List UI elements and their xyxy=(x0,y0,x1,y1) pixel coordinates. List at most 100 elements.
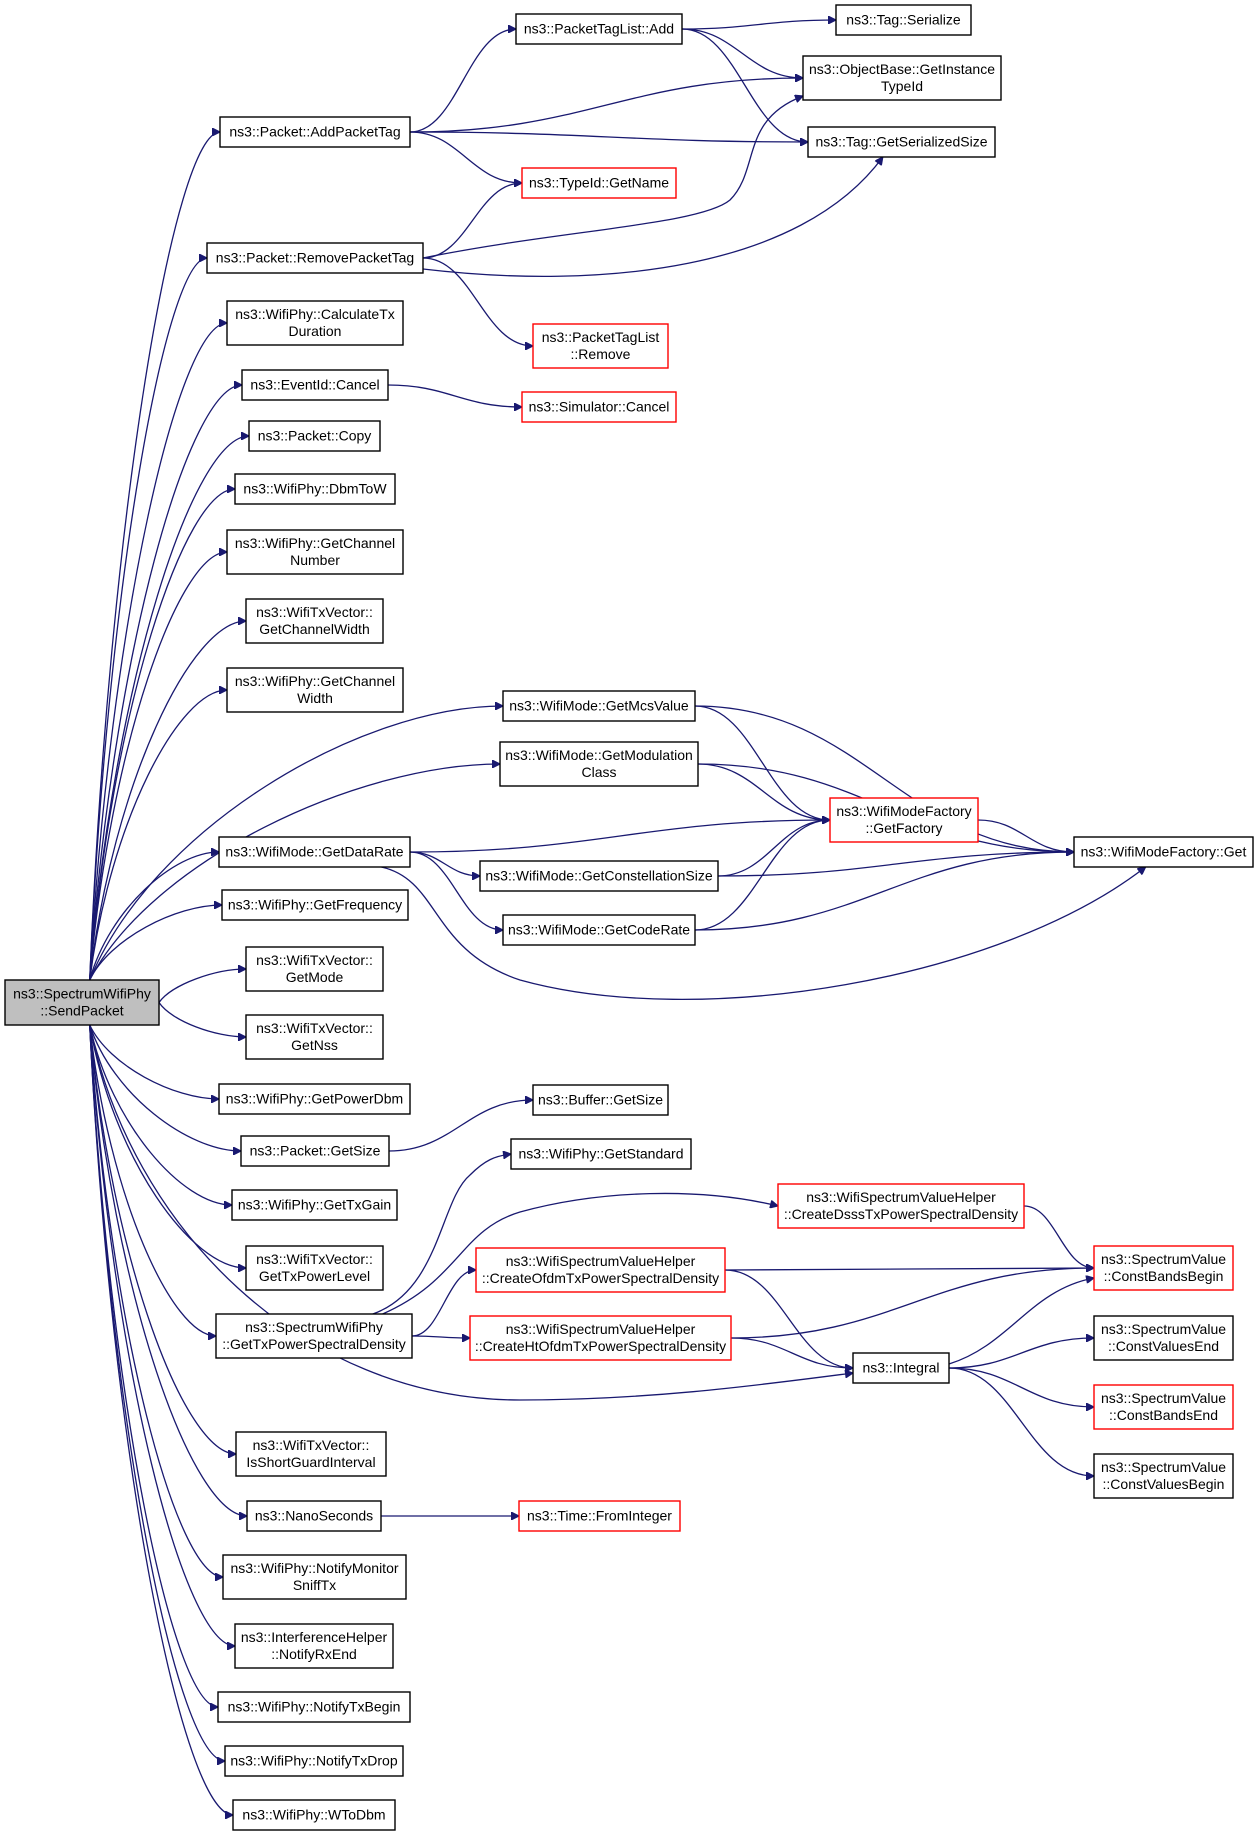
node-getFrequency[interactable]: ns3::WifiPhy::GetFrequency xyxy=(221,889,409,921)
node-dbmToW[interactable]: ns3::WifiPhy::DbmToW xyxy=(234,473,396,505)
node-getTxPsd[interactable]: ns3::SpectrumWifiPhy::GetTxPowerSpectral… xyxy=(215,1313,413,1359)
node-box xyxy=(510,1138,692,1170)
node-isShortGI[interactable]: ns3::WifiTxVector::IsShortGuardInterval xyxy=(235,1431,387,1477)
node-tagGetSerializedSize[interactable]: ns3::Tag::GetSerializedSize xyxy=(807,126,996,158)
edge-root-to-getFrequency xyxy=(89,905,222,981)
edges xyxy=(89,20,1146,1815)
node-getStandard[interactable]: ns3::WifiPhy::GetStandard xyxy=(510,1138,692,1170)
node-box xyxy=(518,1500,681,1532)
node-tagSerialize[interactable]: ns3::Tag::Serialize xyxy=(835,4,972,36)
node-box xyxy=(777,1183,1025,1229)
edge-root-to-getMcsValue xyxy=(89,706,503,981)
node-getDataRate[interactable]: ns3::WifiMode::GetDataRate xyxy=(218,836,411,868)
edge-root-to-getTxGain xyxy=(89,1024,232,1205)
edge-getDataRate-to-getCodeRate xyxy=(409,851,503,930)
edge-createOfdm-to-constBandsBegin xyxy=(724,1268,1094,1270)
node-removePacketTag[interactable]: ns3::Packet::RemovePacketTag xyxy=(206,242,424,274)
node-box xyxy=(218,1083,411,1115)
node-box xyxy=(1093,1453,1234,1499)
edge-packetTagListAdd-to-tagSerialize xyxy=(681,20,836,30)
node-getPowerDbm[interactable]: ns3::WifiPhy::GetPowerDbm xyxy=(218,1083,411,1115)
edge-root-to-wToDbm xyxy=(89,1024,233,1815)
node-wToDbm[interactable]: ns3::WifiPhy::WToDbm xyxy=(232,1799,396,1831)
node-label: ns3::WifiSpectrumValueHelper xyxy=(506,1321,696,1337)
edge-integral-to-constValuesBegin xyxy=(948,1367,1094,1476)
node-simulatorCancel[interactable]: ns3::Simulator::Cancel xyxy=(521,391,677,423)
node-box xyxy=(234,1623,394,1669)
node-packetCopy[interactable]: ns3::Packet::Copy xyxy=(248,420,381,452)
edge-integral-to-constBandsBegin xyxy=(948,1278,1094,1365)
node-constBandsEnd[interactable]: ns3::SpectrumValue::ConstBandsEnd xyxy=(1093,1384,1234,1430)
node-txvGetMode[interactable]: ns3::WifiTxVector::GetMode xyxy=(245,946,384,992)
node-label: ns3::EventId::Cancel xyxy=(250,377,379,393)
node-label: ns3::WifiTxVector:: xyxy=(256,1251,373,1267)
node-box xyxy=(515,13,683,45)
node-box xyxy=(835,4,972,36)
node-txvGetTxPowerLevel[interactable]: ns3::WifiTxVector::GetTxPowerLevel xyxy=(245,1245,384,1291)
node-wifiModeFactoryGetFactory[interactable]: ns3::WifiModeFactory::GetFactory xyxy=(829,797,979,843)
node-typeIdGetName[interactable]: ns3::TypeId::GetName xyxy=(521,167,677,199)
node-box xyxy=(246,1500,382,1532)
node-label: ns3::SpectrumWifiPhy xyxy=(245,1319,383,1335)
node-txvGetChannelWidth[interactable]: ns3::WifiTxVector::GetChannelWidth xyxy=(245,598,384,644)
node-eventCancel[interactable]: ns3::EventId::Cancel xyxy=(241,369,389,401)
node-label: ns3::WifiPhy::GetPowerDbm xyxy=(226,1091,403,1107)
node-createOfdm[interactable]: ns3::WifiSpectrumValueHelper::CreateOfdm… xyxy=(475,1247,726,1293)
edge-createDsss-to-constBandsBegin xyxy=(1023,1205,1094,1268)
node-notifyTxBegin[interactable]: ns3::WifiPhy::NotifyTxBegin xyxy=(217,1691,411,1723)
edge-getMcsValue-to-wifiModeFactoryGetFactory xyxy=(694,705,830,820)
edge-root-to-notifyTxDrop xyxy=(89,1024,225,1761)
edge-root-to-getModulationClass xyxy=(89,764,500,981)
node-label: ::GetTxPowerSpectralDensity xyxy=(222,1336,406,1352)
node-bufferGetSize[interactable]: ns3::Buffer::GetSize xyxy=(532,1084,669,1116)
node-createDsss[interactable]: ns3::WifiSpectrumValueHelper::CreateDsss… xyxy=(777,1183,1025,1229)
node-packetTagListAdd[interactable]: ns3::PacketTagList::Add xyxy=(515,13,683,45)
node-label: ns3::WifiPhy::DbmToW xyxy=(243,481,387,497)
node-label: ns3::SpectrumValue xyxy=(1101,1459,1226,1475)
edge-root-to-getPowerDbm xyxy=(89,1024,219,1099)
node-constBandsBegin[interactable]: ns3::SpectrumValue::ConstBandsBegin xyxy=(1093,1245,1234,1291)
edge-createHtOfdm-to-integral xyxy=(730,1337,853,1368)
node-nanoSeconds[interactable]: ns3::NanoSeconds xyxy=(246,1500,382,1532)
edge-createHtOfdm-to-constBandsBegin xyxy=(730,1268,1094,1339)
node-getTxGain[interactable]: ns3::WifiPhy::GetTxGain xyxy=(231,1189,398,1221)
node-wifiModeFactoryGet[interactable]: ns3::WifiModeFactory::Get xyxy=(1073,836,1254,868)
node-label: ns3::WifiPhy::GetChannel xyxy=(235,673,395,689)
node-notifyRxEnd[interactable]: ns3::InterferenceHelper::NotifyRxEnd xyxy=(234,1623,394,1669)
node-timeFromInteger[interactable]: ns3::Time::FromInteger xyxy=(518,1500,681,1532)
node-integral[interactable]: ns3::Integral xyxy=(852,1352,950,1384)
node-notifyTxDrop[interactable]: ns3::WifiPhy::NotifyTxDrop xyxy=(224,1745,404,1777)
node-addPacketTag[interactable]: ns3::Packet::AddPacketTag xyxy=(219,116,411,148)
node-box xyxy=(807,126,996,158)
edge-packetTagListAdd-to-tagGetSerializedSize xyxy=(681,28,808,142)
edge-addPacketTag-to-tagGetSerializedSize xyxy=(409,131,808,142)
node-phyGetChannelWidth[interactable]: ns3::WifiPhy::GetChannelWidth xyxy=(226,667,404,713)
node-label: ns3::WifiPhy::GetStandard xyxy=(519,1146,684,1162)
node-constValuesEnd[interactable]: ns3::SpectrumValue::ConstValuesEnd xyxy=(1093,1315,1234,1361)
node-getConstellationSize[interactable]: ns3::WifiMode::GetConstellationSize xyxy=(479,860,719,892)
node-createHtOfdm[interactable]: ns3::WifiSpectrumValueHelper::CreateHtOf… xyxy=(469,1315,732,1361)
node-box xyxy=(217,1691,411,1723)
edge-root-to-addPacketTag xyxy=(89,132,220,981)
node-getMcsValue[interactable]: ns3::WifiMode::GetMcsValue xyxy=(502,690,696,722)
edge-removePacketTag-to-tagGetSerializedSize xyxy=(422,157,883,277)
edge-root-to-notifyTxBegin xyxy=(89,1024,218,1707)
edge-root-to-notifyMonitorSniffTx xyxy=(89,1024,223,1577)
node-box xyxy=(502,914,696,946)
node-getCodeRate[interactable]: ns3::WifiMode::GetCodeRate xyxy=(502,914,696,946)
node-label: ns3::WifiPhy::CalculateTx xyxy=(235,306,395,322)
node-txvGetNss[interactable]: ns3::WifiTxVector::GetNss xyxy=(245,1014,384,1060)
edge-getMcsValue-to-wifiModeFactoryGet xyxy=(694,705,1074,852)
node-packetTagListRemove[interactable]: ns3::PacketTagList::Remove xyxy=(532,323,669,369)
node-constValuesBegin[interactable]: ns3::SpectrumValue::ConstValuesBegin xyxy=(1093,1453,1234,1499)
node-box xyxy=(224,1745,404,1777)
node-packetGetSize[interactable]: ns3::Packet::GetSize xyxy=(240,1135,390,1167)
node-label: ::SendPacket xyxy=(40,1003,123,1019)
node-label: ::GetFactory xyxy=(865,820,942,836)
